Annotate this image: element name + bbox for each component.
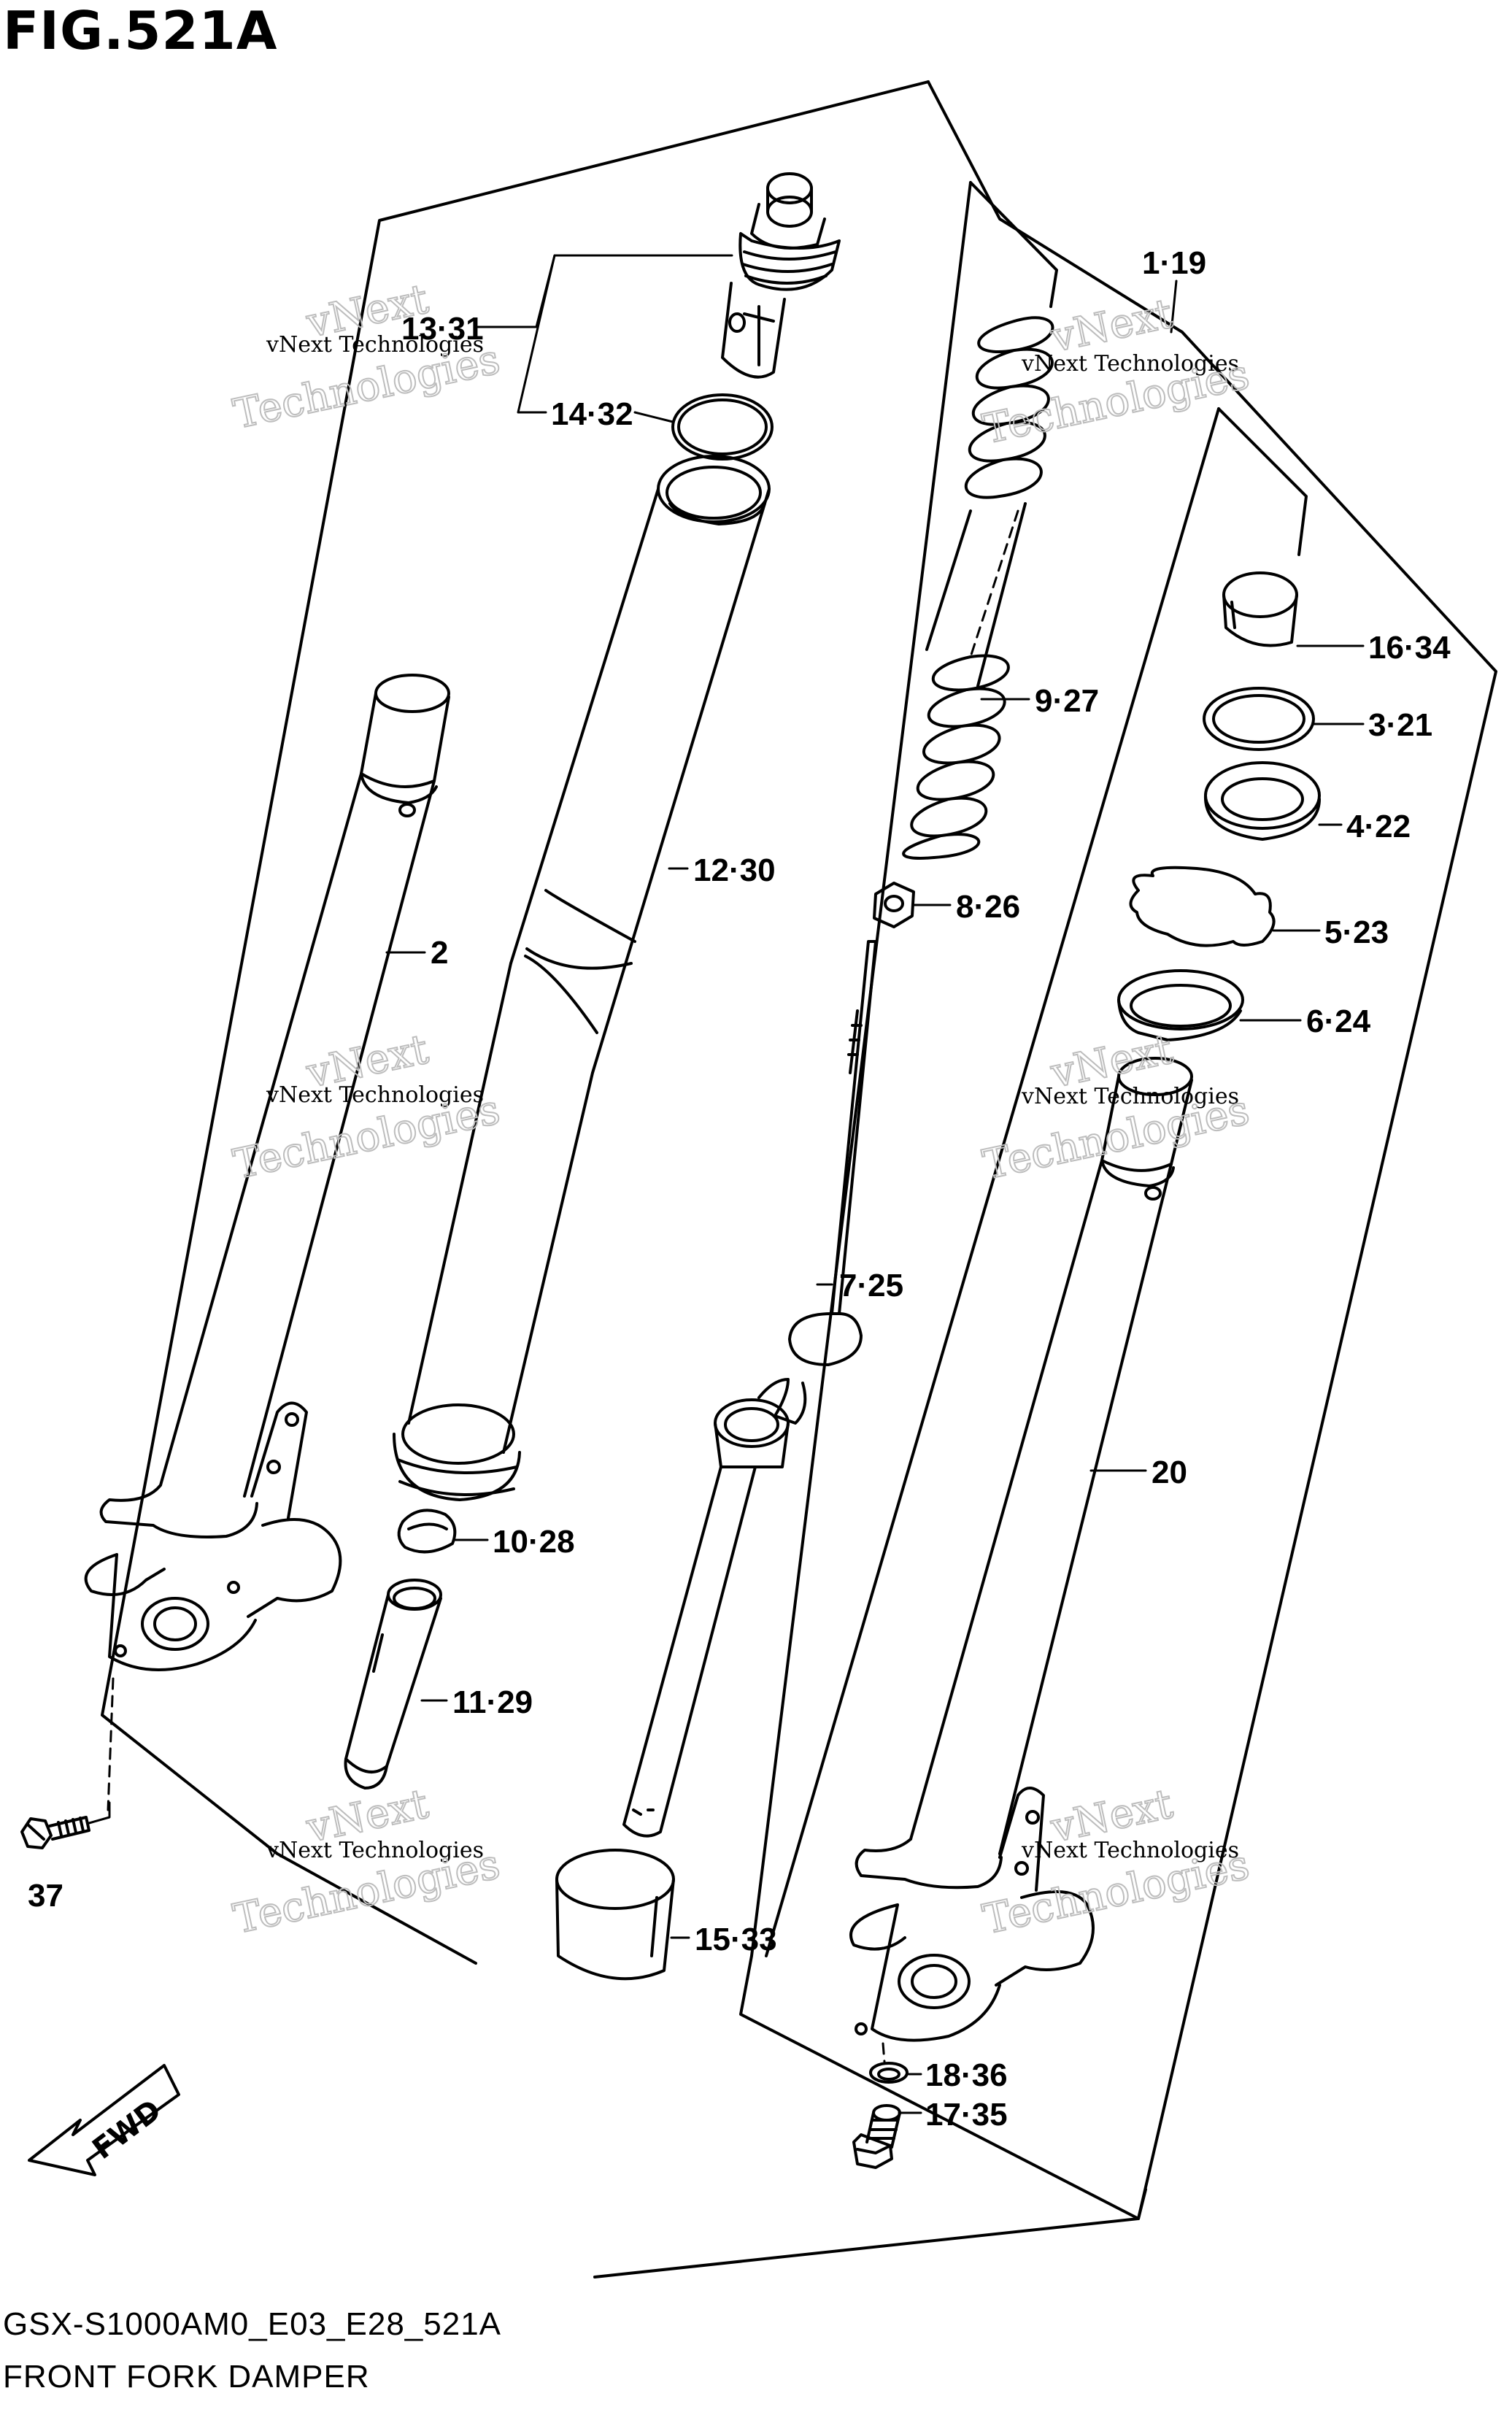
callout-12-30: 12·30 bbox=[693, 852, 776, 888]
figure-title: FIG.521A bbox=[3, 0, 278, 61]
callout-13-31: 13·31 bbox=[401, 311, 484, 347]
callout-20: 20 bbox=[1152, 1455, 1187, 1490]
callout-3-21: 3·21 bbox=[1368, 707, 1432, 743]
watermark-text: vNext Technologies bbox=[1021, 1084, 1239, 1109]
part-13-cap-bolt bbox=[721, 172, 841, 379]
part-3-ring bbox=[1203, 687, 1315, 751]
watermark-text: vNext Technologies bbox=[1021, 351, 1239, 377]
callout-10-28: 10·28 bbox=[493, 1524, 575, 1560]
callout-15-33: 15·33 bbox=[695, 1922, 777, 1957]
callout-4-22: 4·22 bbox=[1346, 809, 1411, 844]
part-7-damper-rod bbox=[622, 940, 877, 1838]
callout-37: 37 bbox=[28, 1878, 63, 1914]
callout-17-35: 17·35 bbox=[925, 2097, 1008, 2133]
part-18-gasket bbox=[869, 2062, 909, 2084]
watermark-group: vNext Technologies vNext Technologies vN… bbox=[228, 274, 1254, 1944]
callout-14-32: 14·32 bbox=[551, 396, 633, 432]
part-14-o-ring bbox=[671, 393, 774, 461]
part-2-left-fork-leg bbox=[84, 674, 450, 1671]
part-16-slide-bushing bbox=[1222, 571, 1298, 647]
leader-lines bbox=[88, 254, 1365, 2114]
callout-5-23: 5·23 bbox=[1324, 914, 1389, 950]
outer-tube-group-frame bbox=[969, 181, 1058, 308]
part-8-nut bbox=[873, 882, 915, 928]
fwd-arrow-icon bbox=[28, 2064, 180, 2176]
callout-16-34: 16·34 bbox=[1368, 630, 1451, 666]
part-15-collar bbox=[555, 1849, 675, 1981]
model-code: GSX-S1000AM0_E03_E28_521A bbox=[3, 2306, 502, 2342]
callout-1-19: 1·19 bbox=[1142, 245, 1206, 281]
watermark-text: vNext Technologies bbox=[1021, 1838, 1239, 1863]
callout-18-36: 18·36 bbox=[925, 2057, 1008, 2093]
callout-9-27: 9·27 bbox=[1035, 683, 1099, 719]
assembly-outline-left bbox=[101, 80, 930, 1965]
watermark-text: vNext Technologies bbox=[266, 1838, 484, 1863]
part-12-inner-tube bbox=[393, 455, 771, 1501]
callout-7-25: 7·25 bbox=[839, 1268, 903, 1303]
callout-8-26: 8·26 bbox=[956, 889, 1020, 925]
part-37-bolt bbox=[20, 1816, 90, 1849]
part-10-bushing bbox=[397, 1509, 457, 1554]
part-5-stopper-ring bbox=[1129, 866, 1276, 947]
part-11-spacer bbox=[344, 1579, 442, 1790]
callout-6-24: 6·24 bbox=[1306, 1004, 1371, 1039]
callout-11-29: 11·29 bbox=[452, 1684, 533, 1720]
diagram-caption: FRONT FORK DAMPER bbox=[3, 2359, 370, 2395]
callout-2: 2 bbox=[431, 935, 448, 971]
assembly-outline bbox=[593, 80, 1497, 2278]
part-6-dust-seal bbox=[1117, 969, 1244, 1041]
fwd-label: FWD bbox=[86, 2093, 167, 2166]
part-20-outer-tube bbox=[849, 1057, 1193, 2042]
part-9-fork-spring bbox=[902, 316, 1054, 860]
watermark-text: vNext Technologies bbox=[266, 1082, 484, 1108]
part-4-oil-seal bbox=[1203, 761, 1321, 841]
part-17-bolt bbox=[852, 2104, 901, 2169]
watermark-text: vNext Technologies bbox=[266, 332, 484, 358]
